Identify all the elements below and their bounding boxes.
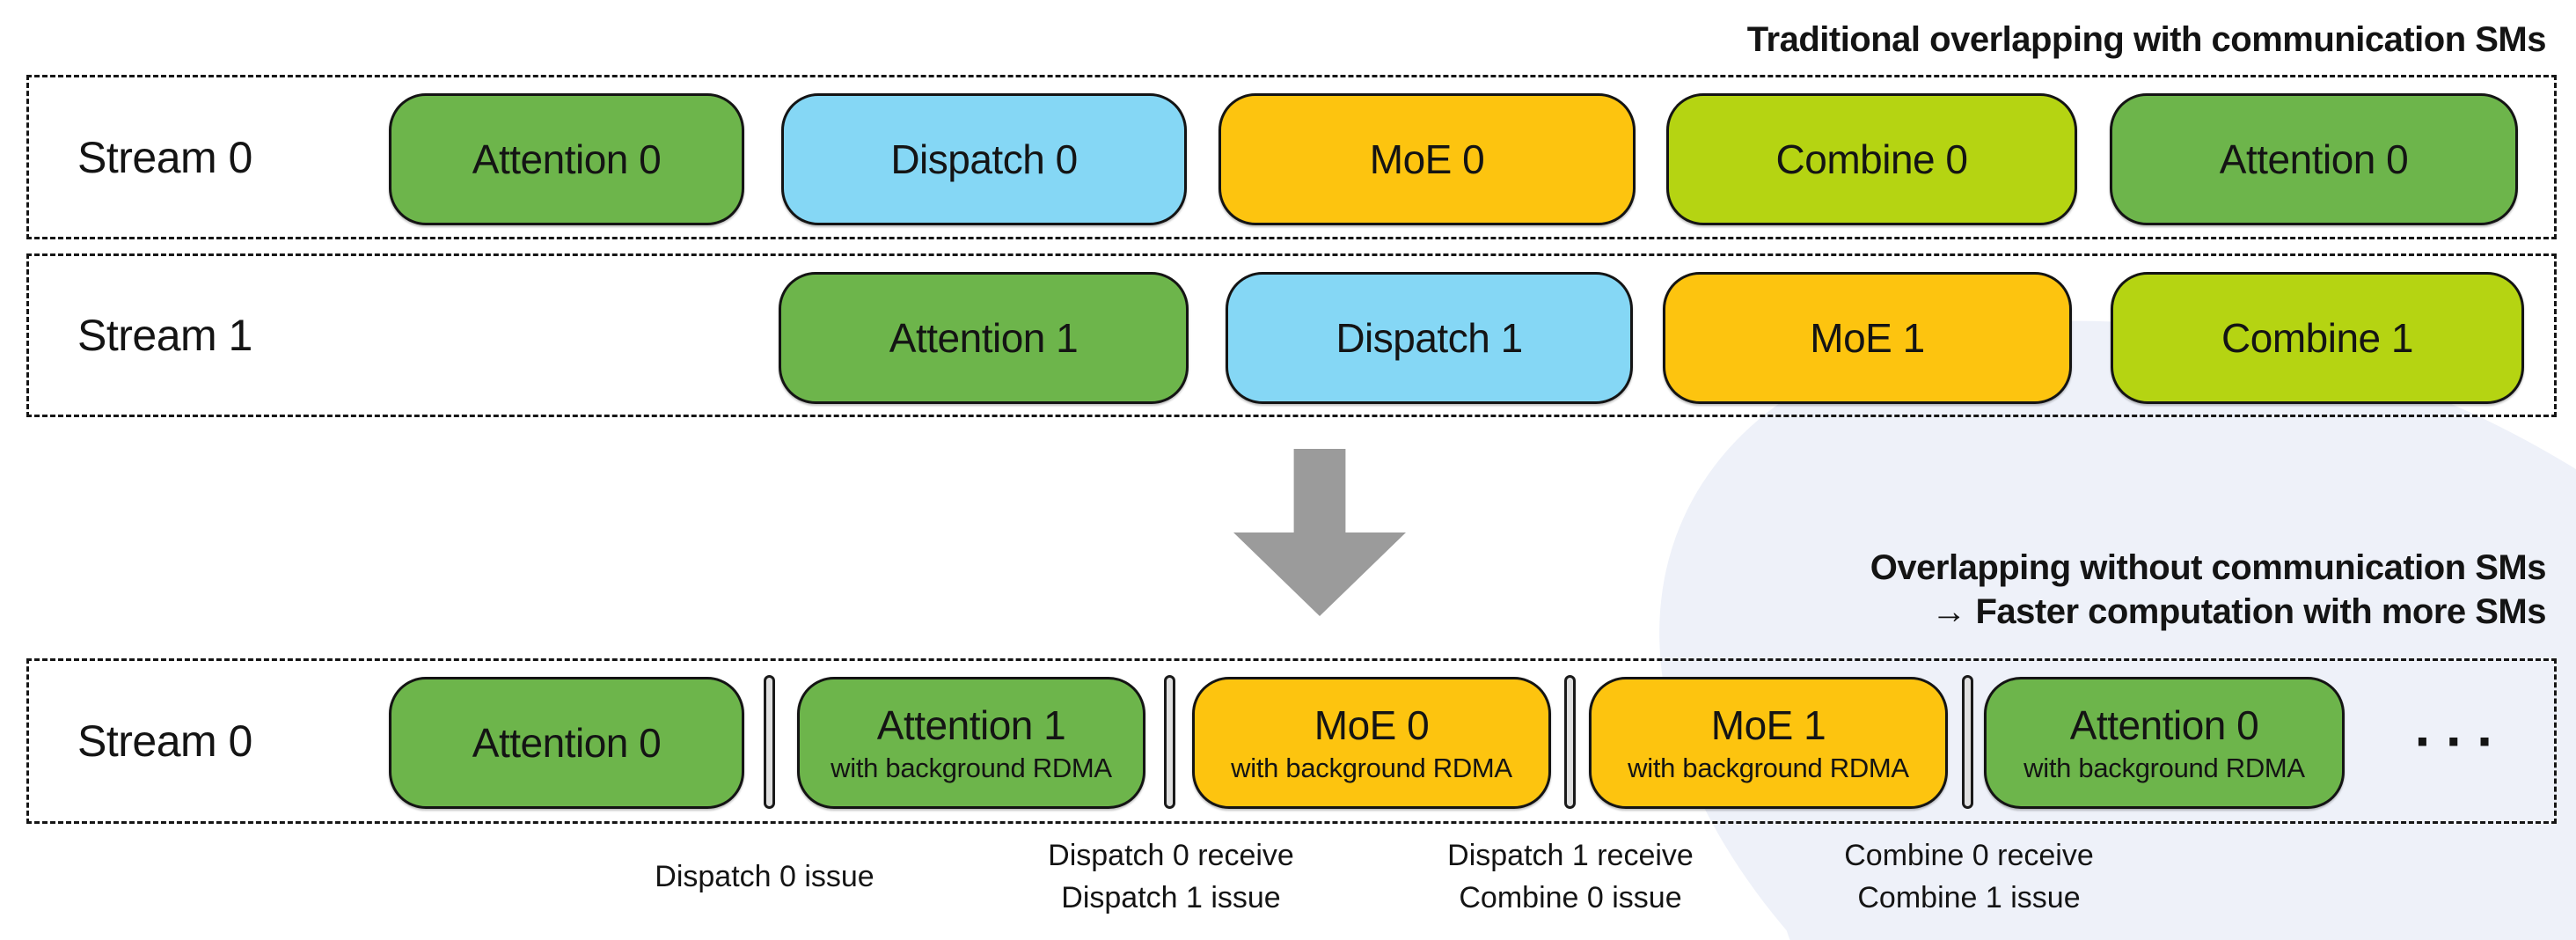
block-label: MoE 0 [1369, 136, 1485, 182]
sync-divider [1962, 675, 1973, 809]
bottom-title-line2: → Faster computation with more SMs [1931, 592, 2546, 631]
block-attention-0-next-fused: Attention 0 with background RDMA [1984, 677, 2345, 809]
annotation-line: Dispatch 0 issue [655, 859, 875, 893]
sync-divider [1164, 675, 1175, 809]
annotation-dispatch-1-receive: Dispatch 1 receive Combine 0 issue [1403, 836, 1738, 917]
down-arrow-icon [1233, 449, 1406, 616]
block-label: Attention 0 [472, 720, 662, 766]
block-moe-1-fused: MoE 1 with background RDMA [1589, 677, 1948, 809]
block-label: Combine 1 [2221, 315, 2413, 361]
block-label: Attention 1 [889, 315, 1079, 361]
annotation-dispatch-0-receive: Dispatch 0 receive Dispatch 1 issue [1004, 836, 1338, 917]
sync-divider [1564, 675, 1576, 809]
block-attention-1: Attention 1 [779, 272, 1189, 404]
block-attention-0-fused: Attention 0 [389, 677, 744, 809]
annotation-line: Dispatch 1 issue [1061, 881, 1281, 914]
stream0-bottom-row: Stream 0 Attention 0 Attention 1 with ba… [26, 658, 2557, 824]
block-subtitle: with background RDMA [1628, 753, 1909, 783]
sync-divider [764, 675, 775, 809]
block-moe-0: MoE 0 [1218, 93, 1636, 225]
block-combine-0: Combine 0 [1666, 93, 2077, 225]
block-label: Attention 1 [876, 702, 1066, 748]
block-subtitle: with background RDMA [831, 753, 1112, 783]
annotation-line: Combine 1 issue [1857, 881, 2081, 914]
block-moe-0-fused: MoE 0 with background RDMA [1192, 677, 1551, 809]
block-label: Combine 0 [1775, 136, 1968, 182]
block-attention-1-fused: Attention 1 with background RDMA [797, 677, 1145, 809]
block-label: MoE 1 [1810, 315, 1925, 361]
annotation-line: Combine 0 receive [1844, 838, 2094, 872]
top-section-title: Traditional overlapping with communicati… [1746, 20, 2547, 59]
stream0-bottom-label: Stream 0 [77, 716, 252, 766]
bottom-section-title: Overlapping without communication SMs → … [1870, 546, 2547, 634]
annotation-line: Dispatch 0 receive [1048, 838, 1294, 872]
continuation-ellipsis: ··· [2414, 709, 2508, 773]
stream0-label: Stream 0 [77, 132, 252, 182]
stream0-top-row: Stream 0 Attention 0 Dispatch 0 MoE 0 Co… [26, 75, 2557, 239]
block-dispatch-0: Dispatch 0 [781, 93, 1187, 225]
block-attention-0: Attention 0 [389, 93, 744, 225]
block-label: Attention 0 [2219, 136, 2409, 182]
annotation-dispatch-0-issue: Dispatch 0 issue [597, 836, 932, 917]
block-label: Attention 0 [472, 136, 662, 182]
annotation-line: Dispatch 1 receive [1447, 838, 1694, 872]
stream1-row: Stream 1 Attention 1 Dispatch 1 MoE 1 Co… [26, 253, 2557, 417]
block-label: Dispatch 0 [890, 136, 1078, 182]
block-moe-1: MoE 1 [1663, 272, 2072, 404]
annotation-line: Combine 0 issue [1459, 881, 1682, 914]
block-attention-0-next: Attention 0 [2110, 93, 2518, 225]
block-dispatch-1: Dispatch 1 [1226, 272, 1633, 404]
block-subtitle: with background RDMA [2023, 753, 2305, 783]
block-label: Attention 0 [2069, 702, 2259, 748]
annotation-combine-0-receive: Combine 0 receive Combine 1 issue [1802, 836, 2136, 917]
block-combine-1: Combine 1 [2111, 272, 2524, 404]
block-label: MoE 0 [1314, 702, 1430, 748]
bottom-title-line1: Overlapping without communication SMs [1870, 548, 2547, 587]
stream1-label: Stream 1 [77, 311, 252, 360]
block-label: MoE 1 [1710, 702, 1826, 748]
block-subtitle: with background RDMA [1231, 753, 1512, 783]
block-label: Dispatch 1 [1336, 315, 1523, 361]
